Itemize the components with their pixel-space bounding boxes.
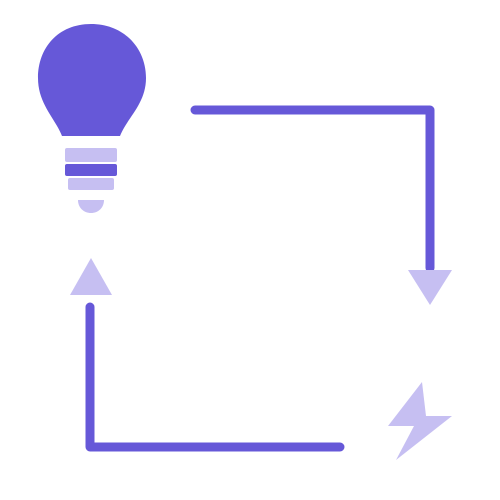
bulb-tip	[78, 200, 104, 213]
bulb-glass	[38, 24, 146, 136]
arrow-up-icon	[70, 258, 112, 295]
flow-line-bottom	[85, 302, 345, 452]
bulb-base-ring-3	[68, 178, 114, 190]
bulb-base-ring-2	[65, 164, 117, 176]
bulb-base-ring-1	[65, 148, 117, 162]
arrow-down-icon	[408, 270, 452, 305]
flow-line-top	[190, 105, 435, 273]
bolt-shape	[388, 382, 452, 460]
arrow-path-top-right	[190, 105, 452, 305]
arrow-path-bottom-left	[70, 258, 345, 452]
lightbulb-icon	[38, 24, 146, 213]
lightning-bolt-icon	[388, 382, 452, 460]
